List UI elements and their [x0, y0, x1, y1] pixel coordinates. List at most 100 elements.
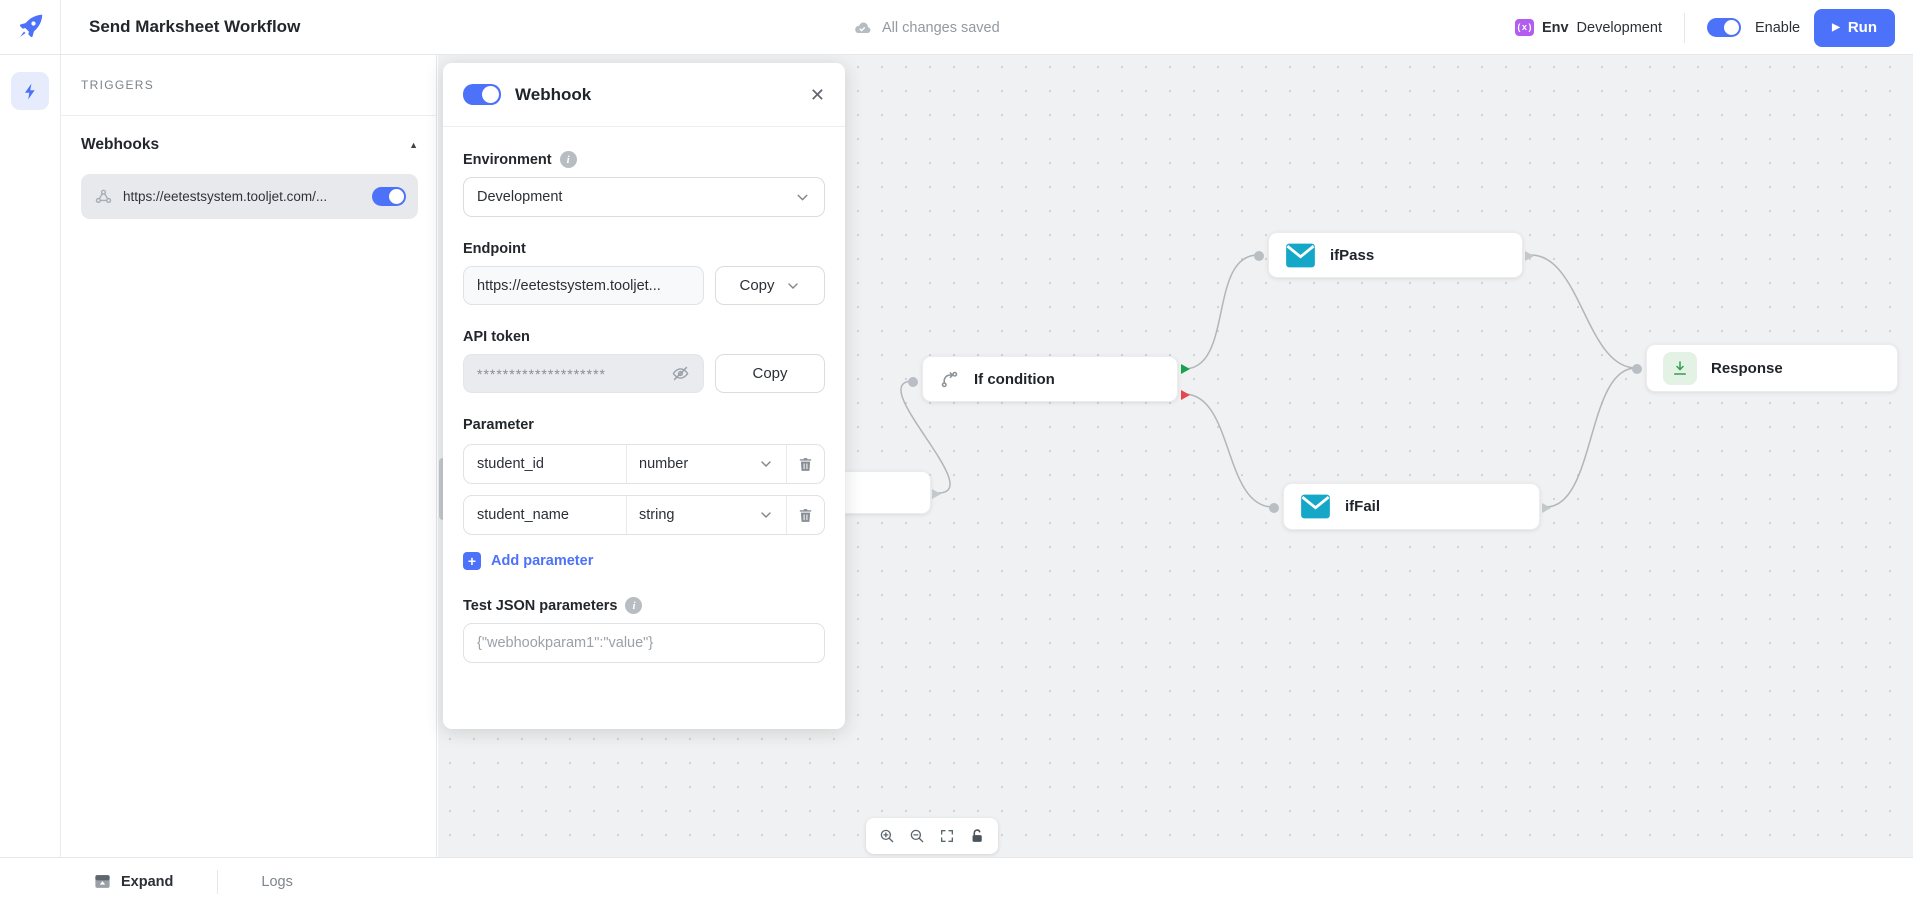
parameter-type-value: string [639, 507, 675, 523]
input-port[interactable] [908, 377, 918, 387]
environment-select-value: Development [477, 189, 563, 205]
webhook-enabled-toggle[interactable] [463, 84, 501, 105]
node-response[interactable]: Response [1632, 344, 1898, 392]
save-status: All changes saved [852, 0, 1000, 55]
environment-select[interactable]: Development [463, 177, 825, 217]
output-port[interactable] [1542, 503, 1551, 513]
plus-icon: + [463, 552, 481, 570]
env-variable-icon: (x) [1514, 19, 1534, 36]
zoom-out-icon[interactable] [904, 823, 930, 849]
divider [217, 869, 219, 894]
branch-icon [939, 369, 960, 390]
output-port[interactable] [1525, 251, 1534, 261]
node-ifpass[interactable]: ifPass [1254, 232, 1534, 278]
copy-api-token-label: Copy [752, 365, 788, 382]
environment-field-label: Environment [463, 151, 552, 168]
endpoint-field-label: Endpoint [463, 241, 526, 257]
lightning-icon [24, 83, 35, 99]
logs-button[interactable]: Logs [261, 873, 293, 890]
expand-button[interactable]: Expand [93, 872, 173, 891]
triggers-section-header: TRIGGERS [61, 55, 436, 116]
parameter-type-value: number [639, 456, 689, 472]
chevron-down-icon [785, 278, 801, 294]
triggers-sidebar: TRIGGERS Webhooks ▲ https://eetestsystem… [61, 55, 437, 857]
webhook-config-panel: Webhook ✕ Environment i Development Endp… [443, 63, 845, 729]
parameter-type-select[interactable]: number [627, 445, 787, 483]
webhook-list-item[interactable]: https://eetestsystem.tooljet.com/... [81, 174, 418, 219]
chevron-down-icon [794, 189, 811, 206]
panel-title: Webhook [515, 84, 592, 104]
parameter-row: student_name string [463, 495, 825, 535]
node-label: If condition [974, 370, 1055, 388]
top-bar: Send Marksheet Workflow All changes save… [0, 0, 1913, 55]
copy-endpoint-button[interactable]: Copy [715, 266, 825, 305]
divider [1683, 12, 1685, 43]
webhooks-group-title: Webhooks [81, 136, 160, 153]
pass-output-port[interactable] [1181, 364, 1190, 374]
copy-endpoint-label: Copy [739, 277, 775, 294]
webhook-toggle[interactable] [372, 187, 406, 206]
fail-output-port[interactable] [1181, 390, 1190, 400]
info-icon[interactable]: i [559, 151, 577, 168]
trash-icon [799, 457, 812, 471]
expand-panel-icon [95, 875, 110, 888]
fit-view-icon[interactable] [934, 823, 960, 849]
canvas-zoom-toolbar [866, 818, 998, 854]
app-logo[interactable] [0, 0, 61, 54]
api-token-field-label: API token [463, 329, 530, 345]
expand-label: Expand [121, 873, 174, 890]
endpoint-value-field[interactable]: https://eetestsystem.tooljet... [463, 266, 704, 305]
delete-parameter-button[interactable] [787, 445, 824, 483]
run-label: Run [1847, 19, 1877, 36]
parameter-name-field[interactable]: student_id [464, 445, 627, 483]
node-label: Response [1711, 359, 1783, 377]
lock-icon[interactable] [964, 823, 990, 849]
collapse-caret-icon[interactable]: ▲ [409, 140, 418, 150]
node-if-condition[interactable]: If condition [908, 356, 1190, 402]
enable-toggle[interactable] [1706, 18, 1741, 37]
webhook-url: https://eetestsystem.tooljet.com/... [123, 189, 328, 204]
mail-icon [1285, 243, 1316, 268]
input-port[interactable] [1269, 503, 1279, 513]
output-port[interactable] [932, 489, 941, 499]
endpoint-value: https://eetestsystem.tooljet... [477, 277, 661, 294]
add-parameter-label: Add parameter [491, 553, 594, 569]
trash-icon [799, 508, 812, 522]
eye-off-icon[interactable] [671, 364, 690, 383]
delete-parameter-button[interactable] [787, 496, 824, 534]
env-value: Development [1576, 19, 1662, 36]
save-status-text: All changes saved [882, 19, 1000, 36]
rocket-icon [19, 14, 43, 38]
add-parameter-button[interactable]: + Add parameter [463, 552, 825, 570]
play-icon: ▶ [1832, 22, 1840, 33]
info-icon[interactable]: i [625, 597, 643, 614]
webhook-icon [94, 187, 113, 206]
bottom-bar: Expand Logs [0, 857, 1913, 905]
triggers-rail-button[interactable] [11, 72, 49, 110]
node-label: ifPass [1330, 246, 1375, 264]
environment-badge[interactable]: (x) Env Development [1514, 19, 1662, 36]
parameter-name-field[interactable]: student_name [464, 496, 627, 534]
api-token-field[interactable]: ******************** [463, 354, 704, 393]
chevron-down-icon [758, 456, 774, 472]
left-icon-rail [0, 55, 61, 905]
parameter-type-select[interactable]: string [627, 496, 787, 534]
node-iffail[interactable]: ifFail [1269, 483, 1551, 530]
parameter-field-label: Parameter [463, 417, 534, 433]
test-json-input[interactable] [463, 623, 825, 663]
chevron-down-icon [758, 507, 774, 523]
input-port[interactable] [1254, 251, 1264, 261]
enable-label: Enable [1754, 19, 1801, 36]
env-label: Env [1541, 19, 1569, 36]
input-port[interactable] [1632, 364, 1642, 374]
close-icon[interactable]: ✕ [809, 84, 825, 105]
parameter-row: student_id number [463, 444, 825, 484]
run-button[interactable]: ▶ Run [1814, 8, 1895, 47]
workflow-title: Send Marksheet Workflow [89, 17, 301, 36]
mail-icon [1300, 494, 1331, 519]
zoom-in-icon[interactable] [874, 823, 900, 849]
node-label: ifFail [1345, 498, 1381, 515]
api-token-masked-value: ******************** [477, 365, 606, 382]
copy-api-token-button[interactable]: Copy [715, 354, 825, 393]
